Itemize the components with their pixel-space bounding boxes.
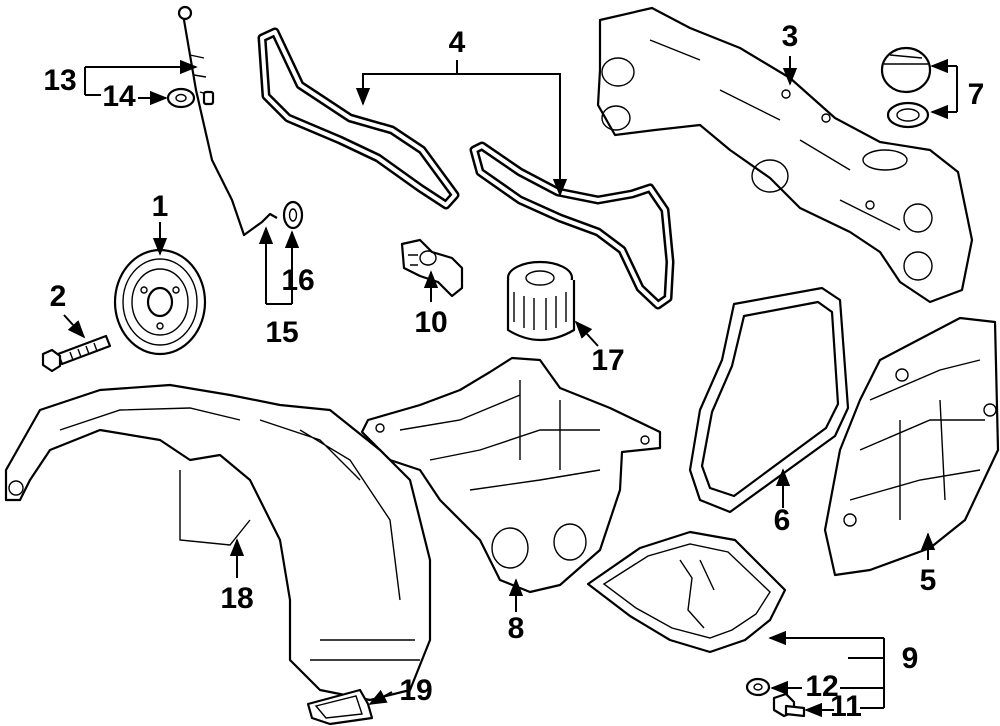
callout-2: 2 — [50, 280, 67, 313]
callout-19: 19 — [399, 674, 432, 707]
timing-belt-left-part — [257, 27, 460, 210]
timing-cover-part — [596, 6, 974, 304]
callout-11: 11 — [830, 690, 862, 723]
callout-8: 8 — [508, 612, 525, 645]
callout-7: 7 — [968, 78, 985, 111]
callout-13: 13 — [43, 64, 76, 97]
engine-cover-part — [823, 316, 1000, 577]
dipstick-part — [177, 5, 278, 237]
oil-filter-part — [506, 260, 576, 341]
callout-17: 17 — [591, 344, 624, 377]
callout-4: 4 — [449, 26, 466, 59]
callout-15: 15 — [265, 316, 298, 349]
callout-12: 12 — [805, 670, 838, 703]
callout-6: 6 — [774, 504, 791, 537]
oil-pan-gasket-part — [688, 286, 850, 514]
drain-washer-part — [745, 677, 771, 697]
callout-1: 1 — [152, 190, 169, 223]
crank-pulley-part — [113, 248, 207, 356]
callout-10: 10 — [414, 306, 447, 339]
leader-lines — [63, 56, 958, 718]
intake-manifold-part — [4, 383, 432, 702]
callout-3: 3 — [782, 20, 799, 53]
timing-belt-right-part — [469, 141, 675, 310]
oil-cap-part — [880, 46, 932, 129]
callout-labels: 13 14 1 2 4 3 7 16 15 10 17 6 5 8 18 9 1… — [43, 20, 984, 723]
callout-14: 14 — [102, 80, 136, 113]
callout-9: 9 — [902, 642, 919, 675]
dipstick-seal-part — [166, 87, 196, 109]
oil-pan-lower-part — [586, 530, 787, 654]
oil-pan-upper-part — [360, 356, 662, 594]
callout-5: 5 — [920, 564, 937, 597]
o-ring-part — [282, 200, 304, 230]
pulley-bolt-part — [41, 334, 112, 373]
oil-control-valve-part — [400, 238, 464, 298]
callout-18: 18 — [220, 582, 253, 615]
callout-16: 16 — [281, 264, 314, 297]
drain-plug-part — [772, 692, 806, 718]
manifold-gasket-part — [306, 688, 374, 726]
